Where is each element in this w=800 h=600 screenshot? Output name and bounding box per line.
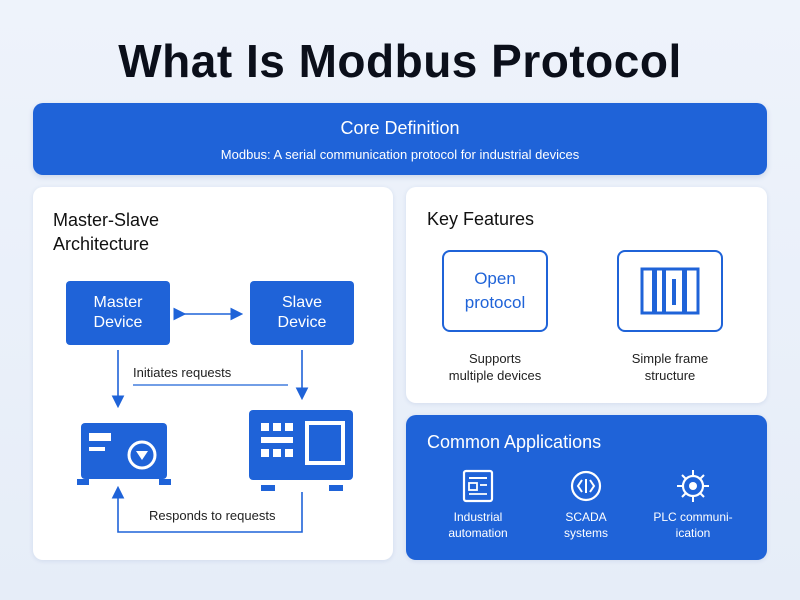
app-scada-systems: SCADA systems bbox=[536, 468, 636, 541]
feature-caption-frame: Simple frame structure bbox=[631, 351, 709, 383]
core-definition-text: Modbus: A serial communication protocol … bbox=[220, 147, 580, 162]
plc-chip-icon bbox=[677, 470, 709, 502]
response-arrow bbox=[111, 485, 303, 533]
master-hardware-icon bbox=[77, 423, 171, 485]
applications-title: Common Applications bbox=[427, 432, 602, 452]
scada-monitor-icon bbox=[570, 470, 602, 502]
architecture-diagram bbox=[77, 307, 353, 533]
feature-caption-devices: Supports multiple devices bbox=[448, 351, 542, 383]
frame-structure-box bbox=[617, 250, 723, 332]
core-definition-heading: Core Definition bbox=[340, 118, 460, 138]
app-plc-communication: PLC communi- ication bbox=[643, 468, 743, 541]
applications-card: Common Applications Industrial automatio… bbox=[406, 415, 767, 560]
industrial-panel-icon bbox=[462, 469, 494, 503]
response-label: Responds to requests bbox=[149, 508, 276, 523]
request-label: Initiates requests bbox=[133, 365, 232, 380]
key-features-title: Key Features bbox=[427, 209, 535, 229]
architecture-title: Master-Slave Architecture bbox=[53, 210, 160, 254]
key-features-card: Key Features Open protocol Supports mult… bbox=[406, 187, 767, 403]
slave-hardware-icon bbox=[249, 410, 353, 491]
app-industrial-automation: Industrial automation bbox=[428, 468, 528, 541]
core-definition-banner: Core Definition Modbus: A serial communi… bbox=[33, 103, 767, 175]
open-protocol-box: Open protocol bbox=[442, 250, 548, 332]
frame-structure-icon bbox=[640, 267, 700, 315]
page-title: What Is Modbus Protocol bbox=[118, 35, 682, 87]
